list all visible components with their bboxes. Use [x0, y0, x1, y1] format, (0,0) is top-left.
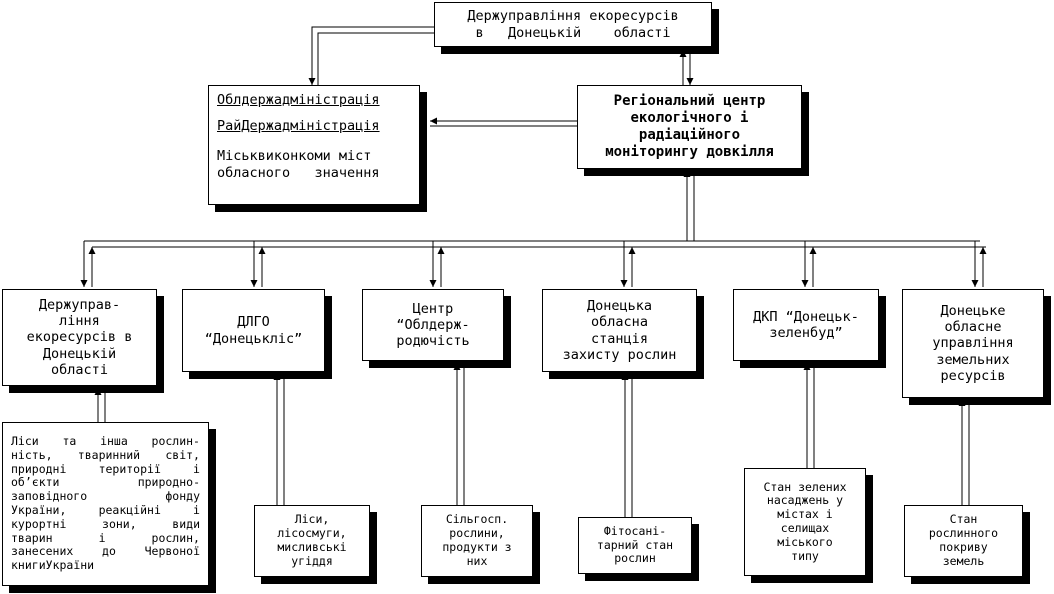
admin-box: Облдержадміністрація РайДержадміністраці… — [208, 85, 420, 205]
center-line-4: моніторингу довкілля — [605, 143, 774, 160]
unit4-line: обласна — [591, 314, 648, 331]
object3-line: рослини, — [449, 526, 505, 541]
object3-line: продукти з — [442, 540, 512, 554]
object5-line: насаджень у — [766, 493, 844, 508]
object2-line: лісосмуги, — [277, 526, 347, 541]
top-line-2: в Донецькій області — [475, 24, 671, 41]
unit6-line: ресурсів — [940, 367, 1006, 384]
object6-line: покриву — [939, 540, 988, 554]
unit1-line: екоресурсів в — [26, 329, 133, 346]
unit4-line: станція — [591, 330, 648, 347]
unit3-line: родючість — [396, 333, 470, 350]
admin-cities-line1: Міськвиконкоми міст — [217, 148, 372, 165]
object6-line: рослинного — [928, 526, 999, 541]
object-box-phytosanitary: Фітосані- тарний стан рослин — [578, 517, 692, 574]
object2-line: мисливські — [277, 540, 347, 554]
unit6-line: обласне — [944, 319, 1002, 336]
object4-line: тарний стан — [596, 537, 674, 552]
top-line-1: Держуправління екоресурсів — [467, 8, 679, 25]
connector-top-admin-2 — [317, 32, 434, 85]
admin-cities-line2: обласного значення — [217, 164, 380, 181]
unit2-line: “Донецькліс” — [204, 330, 303, 347]
object4-line: рослин — [614, 551, 656, 566]
unit4-line: Донецька — [586, 298, 653, 315]
object3-line: них — [466, 553, 488, 568]
object-box-vegetation-cover: Стан рослинного покриву земель — [904, 505, 1023, 577]
top-box-state-department: Держуправління екоресурсів в Донецькій о… — [434, 2, 712, 47]
unit2-line: ДЛГО — [237, 314, 270, 331]
unit5-line: зеленбуд” — [769, 325, 843, 341]
unit3-line: “Облдерж- — [396, 316, 470, 333]
unit-box-state-department: Держуправ- ління екоресурсів в Донецькій… — [2, 289, 157, 386]
object5-line: типу — [791, 548, 819, 563]
object5-line: міського — [777, 534, 833, 549]
object3-line: Сільгосп. — [445, 512, 509, 527]
connector-top-admin — [308, 26, 434, 85]
center-line-2: екологічного і — [630, 110, 749, 127]
admin-raion: РайДержадміністрація — [217, 118, 380, 135]
unit1-line: області — [51, 361, 108, 378]
center-line-3: радіаційного — [638, 127, 741, 143]
center-line-1: Регіональний центр — [613, 93, 766, 110]
object-box-crops: Сільгосп. рослини, продукти з них — [421, 505, 533, 577]
object2-line: Ліси, — [294, 512, 330, 527]
unit-box-fertility-center: Центр “Облдерж- родючість — [362, 289, 504, 361]
admin-oblast: Облдержадміністрація — [217, 92, 380, 108]
object-box-green-spaces: Стан зелених насаджень у містах і селища… — [744, 468, 866, 576]
object6-line: Стан — [949, 512, 978, 527]
object5-line: містах і — [777, 507, 833, 522]
object6-line: земель — [942, 553, 985, 568]
unit6-line: земельних — [936, 351, 1010, 368]
center-box-monitoring: Регіональний центр екологічного і радіац… — [577, 85, 802, 169]
unit1-line: Донецькій — [42, 345, 117, 362]
unit1-line: Держуправ- — [38, 297, 121, 314]
unit-box-plant-protection: Донецька обласна станція захисту рослин — [542, 289, 697, 372]
unit-box-greenbuilding: ДКП “Донецьк- зеленбуд” — [733, 289, 879, 361]
unit4-line: захисту рослин — [562, 346, 677, 363]
unit6-line: Донецьке — [940, 303, 1006, 320]
object5-line: Стан зелених — [763, 479, 847, 494]
unit6-line: управління — [932, 335, 1014, 352]
object2-line: угіддя — [291, 553, 333, 568]
object-box-forests: Ліси, лісосмуги, мисливські угіддя — [254, 505, 370, 577]
unit1-line: ління — [59, 313, 100, 330]
unit-box-forestry: ДЛГО “Донецькліс” — [182, 289, 325, 372]
object5-line: селищах — [780, 521, 830, 535]
unit-box-land-resources: Донецьке обласне управління земельних ре… — [902, 289, 1044, 398]
unit3-line: Центр — [412, 300, 454, 317]
unit5-line: ДКП “Донецьк- — [753, 308, 859, 325]
object4-line: Фітосані- — [603, 523, 667, 538]
